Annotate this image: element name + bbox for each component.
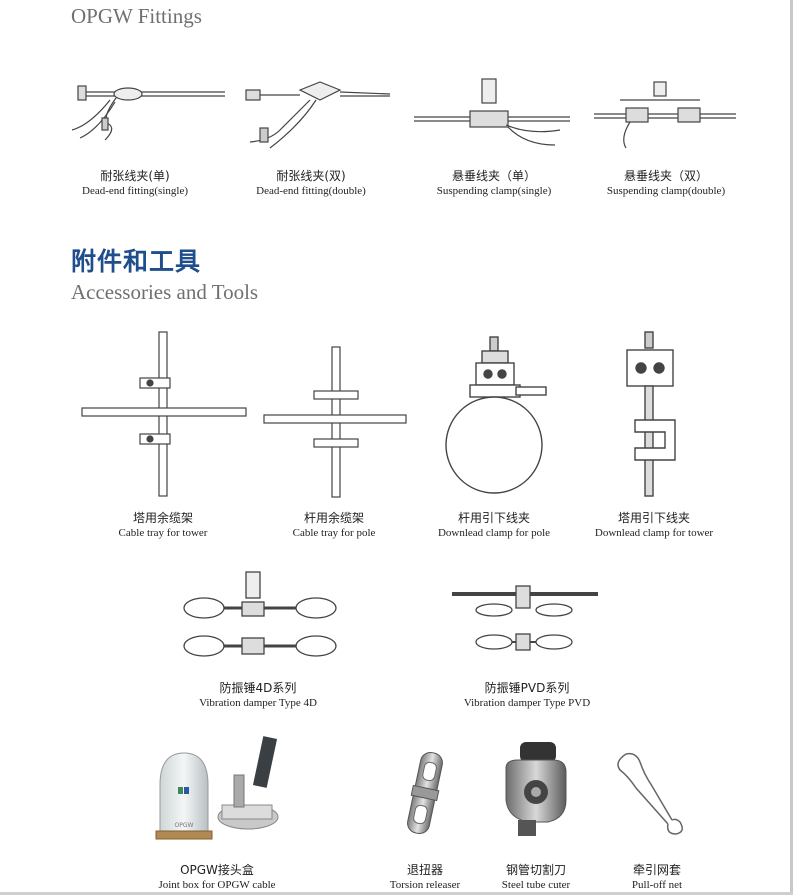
deadend-single-caption: 耐张线夹(单) Dead-end fitting(single) <box>25 168 245 199</box>
joint-box-label: OPGW <box>175 822 194 829</box>
pulloff-zh: 牵引网套 <box>632 863 681 877</box>
deadend-double-en: Dead-end fitting(double) <box>256 185 366 197</box>
deadend-double-caption: 耐张线夹(双) Dead-end fitting(double) <box>201 168 421 199</box>
damper-pvd-en: Vibration damper Type PVD <box>463 697 591 709</box>
joint-box-en: Joint box for OPGW cable <box>158 879 276 891</box>
accessories-title-en: Accessories and Tools <box>71 280 259 304</box>
downlead-tower-zh: 塔用引下线夹 <box>617 511 690 525</box>
tray-tower-en: Cable tray for tower <box>118 527 208 539</box>
joint-box-zh: OPGW接头盒 <box>180 863 254 877</box>
damper-4d-zh: 防振锤4D系列 <box>219 681 297 695</box>
fittings-title: OPGW Fittings <box>71 4 202 28</box>
downlead-pole-caption: 杆用引下线夹 Downlead clamp for pole <box>384 510 604 541</box>
damper-pvd-caption: 防振锤PVD系列 Vibration damper Type PVD <box>417 680 637 711</box>
susp-single-en: Suspending clamp(single) <box>436 185 552 197</box>
page-bottom-edge <box>0 892 793 895</box>
joint-box-caption: OPGW接头盒 Joint box for OPGW cable <box>107 862 327 893</box>
susp-double-en: Suspending clamp(double) <box>606 185 726 197</box>
downlead-pole-zh: 杆用引下线夹 <box>457 511 530 525</box>
tray-pole-zh: 杆用余缆架 <box>303 511 364 525</box>
susp-single-zh: 悬垂线夹（单） <box>451 169 536 183</box>
tube-cutter-zh: 钢管切割刀 <box>505 863 566 877</box>
downlead-tower-en: Downlead clamp for tower <box>594 527 714 539</box>
torsion-zh: 退扭器 <box>406 863 443 877</box>
torsion-caption: 退扭器 Torsion releaser <box>315 862 535 893</box>
deadend-double-zh: 耐张线夹(双) <box>276 169 346 183</box>
susp-double-caption: 悬垂线夹（双） Suspending clamp(double) <box>556 168 776 199</box>
tray-tower-caption: 塔用余缆架 Cable tray for tower <box>53 510 273 541</box>
damper-4d-en: Vibration damper Type 4D <box>199 697 317 709</box>
tray-pole-caption: 杆用余缆架 Cable tray for pole <box>224 510 444 541</box>
torsion-en: Torsion releaser <box>389 879 461 891</box>
downlead-tower-caption: 塔用引下线夹 Downlead clamp for tower <box>544 510 764 541</box>
tray-pole-en: Cable tray for pole <box>292 527 376 539</box>
downlead-pole-en: Downlead clamp for pole <box>437 527 551 539</box>
pulloff-caption: 牵引网套 Pull-off net <box>547 862 767 893</box>
susp-single-caption: 悬垂线夹（单） Suspending clamp(single) <box>384 168 604 199</box>
deadend-single-en: Dead-end fitting(single) <box>82 185 188 197</box>
pulloff-en: Pull-off net <box>631 879 683 891</box>
page-edge <box>790 0 793 895</box>
tube-cutter-caption: 钢管切割刀 Steel tube cuter <box>426 862 646 893</box>
damper-pvd-zh: 防振锤PVD系列 <box>484 681 570 695</box>
damper-4d-caption: 防振锤4D系列 Vibration damper Type 4D <box>148 680 368 711</box>
tray-tower-zh: 塔用余缆架 <box>132 511 193 525</box>
accessories-title-zh: 附件和工具 <box>71 247 202 276</box>
susp-double-zh: 悬垂线夹（双） <box>623 169 708 183</box>
deadend-single-zh: 耐张线夹(单) <box>100 169 170 183</box>
tube-cutter-en: Steel tube cuter <box>501 879 571 891</box>
